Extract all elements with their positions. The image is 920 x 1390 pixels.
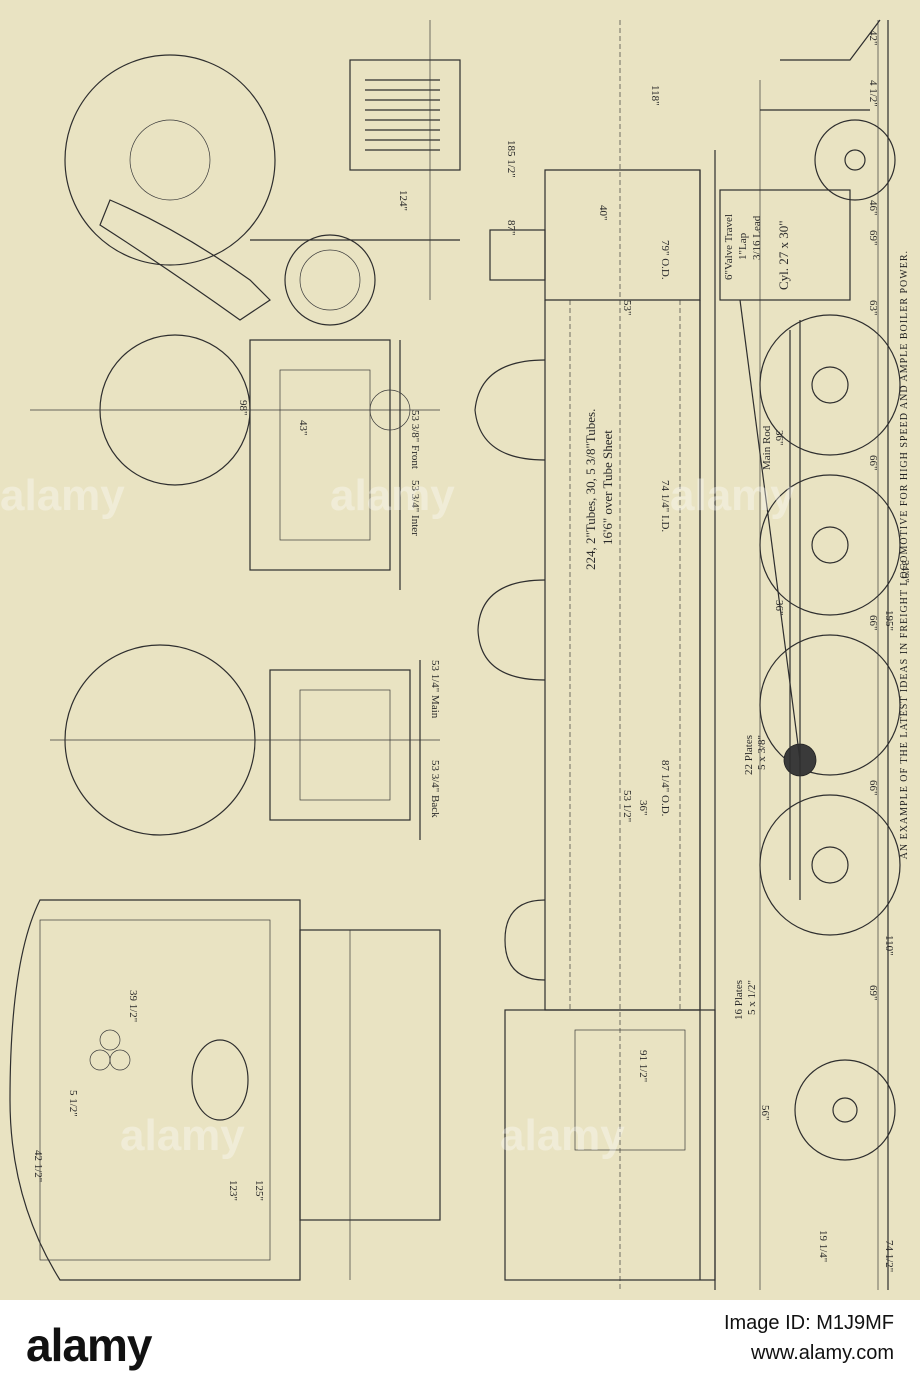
stock-footer: alamy Image ID: M1J9MF www.alamy.com [0, 1300, 920, 1390]
smokestack [489, 229, 546, 281]
site-url: www.alamy.com [751, 1342, 894, 1364]
frame-inner-inter [279, 369, 371, 541]
frame-box-inter [249, 339, 391, 571]
dim-195: 195" [883, 610, 895, 631]
dim-40: 40" [597, 205, 609, 221]
main-rod [739, 299, 801, 761]
dim-4h: 4 1/2" [867, 80, 879, 107]
frame-box-main [269, 669, 411, 821]
frame-inner-main [299, 689, 391, 801]
dim-124: 124" [397, 190, 409, 211]
dim-36: 36" [637, 800, 649, 816]
dim-56: 56" [759, 1105, 771, 1121]
tube-bank [365, 79, 440, 151]
dim-46: 46" [867, 200, 879, 216]
dim-69b: 69" [867, 985, 879, 1001]
dim-42: 42" [867, 30, 879, 46]
dim-inter: 53 3/4" Inter [409, 480, 421, 536]
dim-123: 123" [227, 1180, 239, 1201]
smokebox-side [544, 169, 701, 301]
locomotive-diagram: 124" 98" 43" 53 3/8" Front 53 3/4" Inter… [0, 19, 911, 1290]
dim-back: 53 3/4" Back [429, 760, 441, 818]
alamy-logo: alamy [26, 1319, 152, 1371]
dim-53: 53" [621, 300, 633, 316]
valve-travel-label: 6"Valve Travel [723, 214, 735, 280]
dim-125: 125" [253, 1180, 265, 1201]
dim-front: 53 3/8" Front [409, 410, 421, 469]
dim-87: 87" [505, 220, 517, 236]
plates-16-size: 5 x 1/2" [746, 980, 758, 1015]
od-2-label: 87 1/4" O.D. [659, 760, 671, 817]
cab-inner [39, 919, 271, 1261]
main-rod-label: Main Rod [761, 425, 773, 470]
front-frame-box [349, 59, 461, 171]
watermark-1: alamy [0, 471, 125, 520]
dim-98: 98" [237, 400, 249, 416]
main-section: 53 1/4" Main 53 3/4" Back [50, 644, 441, 840]
dim-74h: 74 1/2" [883, 1240, 895, 1272]
dim-53b: 53 1/2" [621, 790, 633, 822]
watermark-4: alamy [120, 1111, 245, 1160]
trailing-wheel [794, 1059, 896, 1161]
watermark-3: alamy [670, 471, 795, 520]
dim-19h: 19 1/4" [817, 1230, 829, 1262]
cab-end-view: 123" 125" 39 1/2" 5 1/2" 42 1/2" [9, 899, 441, 1281]
cab-outline [9, 899, 301, 1281]
plates-22-size: 5 x 3/8" [756, 735, 768, 770]
dim-118: 118" [649, 85, 661, 106]
dim-36b: 36" [773, 430, 785, 446]
cylinder-circle [284, 234, 376, 326]
tube-sheet-label: 16'6" over Tube Sheet [600, 430, 615, 545]
dim-5h: 5 1/2" [67, 1090, 79, 1117]
locomotive-drawing-plate: 124" 98" 43" 53 3/8" Front 53 3/4" Inter… [0, 19, 911, 1290]
plates-22-label: 22 Plates [743, 735, 755, 775]
dim-66b: 66" [867, 615, 879, 631]
dim-66c: 66" [867, 780, 879, 796]
dim-36c: 36" [773, 600, 785, 616]
firebox-door [191, 1039, 249, 1121]
dim-185: 185 1/2" [505, 140, 517, 178]
dim-63: 63" [867, 300, 879, 316]
smokebox-door-ring [129, 119, 211, 201]
dim-110: 110" [883, 935, 895, 956]
driver-wheel-3 [759, 634, 901, 776]
cylinder-label: Cyl. 27 x 30" [776, 220, 791, 290]
lead-label: 3/16 Lead [751, 215, 763, 260]
plates-16-label: 16 Plates [733, 980, 745, 1020]
sand-dome [474, 359, 546, 461]
driver-wheel-1 [759, 314, 901, 456]
watermark-5: alamy [500, 1111, 625, 1160]
intermediate-section: 98" 43" 53 3/8" Front 53 3/4" Inter [30, 334, 440, 590]
dim-421: 42 1/2" [32, 1150, 44, 1182]
tubes-label: 224, 2"Tubes, 30, 5 3/8"Tubes. [583, 409, 598, 570]
dim-43: 43" [297, 420, 309, 436]
image-id: Image ID: M1J9MF [723, 1312, 894, 1334]
cab-window [574, 1029, 686, 1151]
dim-39h: 39 1/2" [127, 990, 139, 1022]
pilot [780, 19, 881, 61]
od-1-label: 79" O.D. [659, 240, 671, 280]
cylinder-side [719, 189, 851, 301]
smokebox-front-circle [64, 54, 276, 266]
front-end-section: 124" [64, 20, 461, 326]
dim-91h: 91 1/2" [637, 1050, 649, 1082]
steam-pipe [99, 199, 271, 321]
driver-wheel-4 [759, 794, 901, 936]
steam-dome [477, 579, 546, 681]
side-elevation: 224, 2"Tubes, 30, 5 3/8"Tubes. 16'6" ove… [474, 19, 911, 1290]
plate-caption: AN EXAMPLE OF THE LATEST IDEAS IN FREIGH… [899, 250, 910, 859]
cylinder-inner-circle [299, 249, 361, 311]
driver-wheel-2 [759, 474, 901, 616]
dim-349: 34'9" [899, 560, 911, 583]
dim-66a: 66" [867, 455, 879, 471]
boiler-barrel [544, 300, 701, 1011]
cab-frame [299, 929, 441, 1221]
safety-dome [504, 899, 546, 981]
lap-label: 1"Lap [737, 232, 749, 260]
pilot-wheel [814, 119, 896, 201]
watermark-2: alamy [330, 471, 455, 520]
dim-main: 53 1/4" Main [429, 660, 441, 719]
id-1-label: 74 1/4" I.D. [659, 480, 671, 532]
dim-69a: 69" [867, 230, 879, 246]
